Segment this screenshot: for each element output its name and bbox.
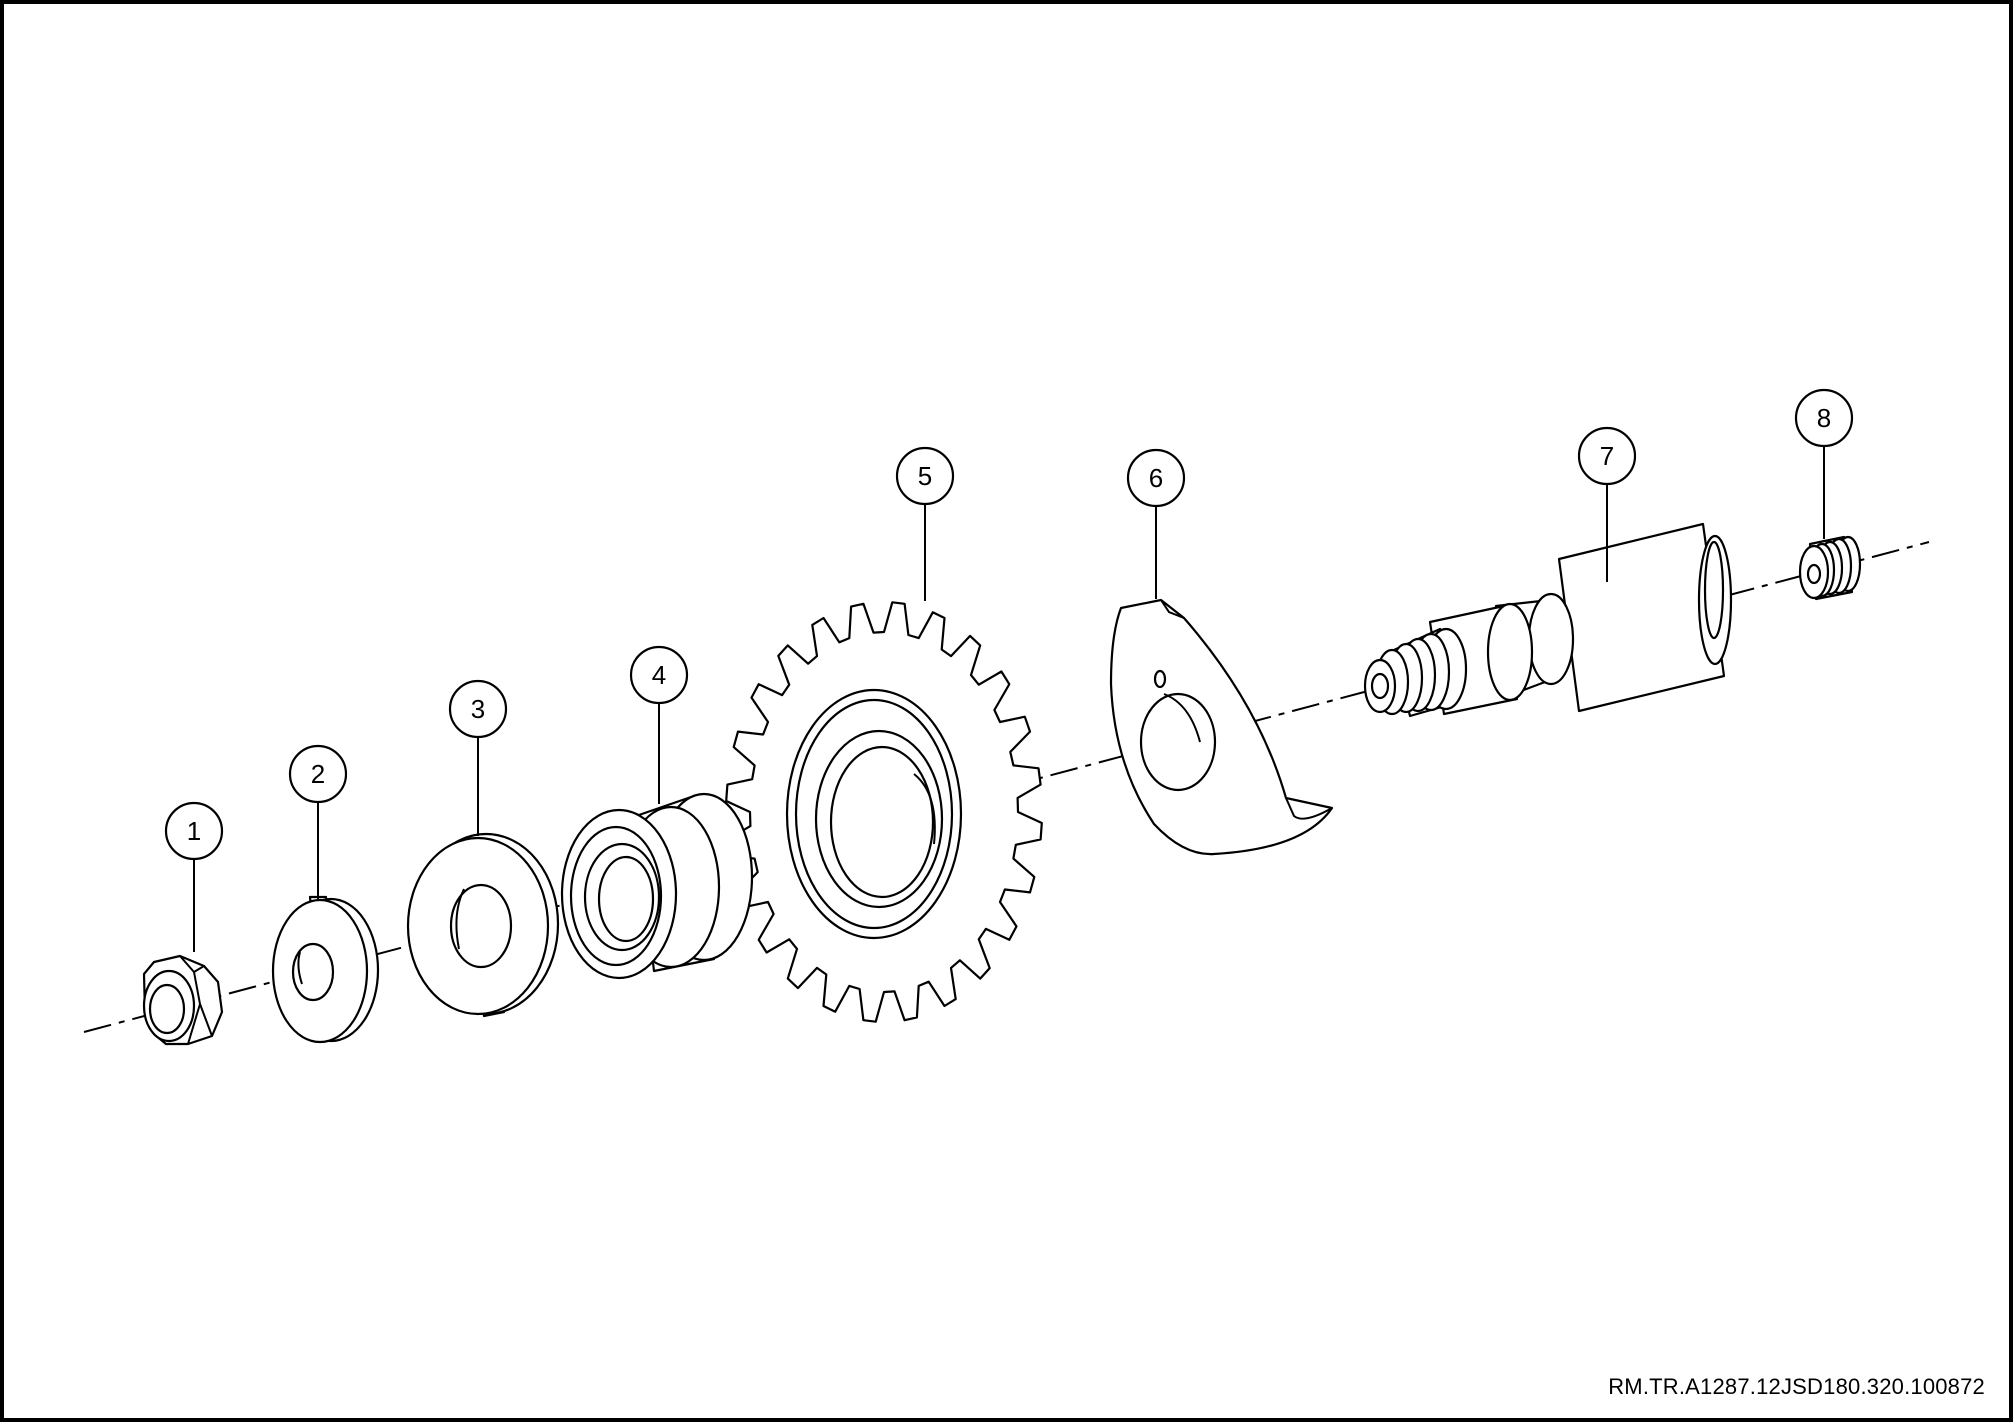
callout-7: 7 bbox=[1577, 426, 1637, 486]
callout-4: 4 bbox=[629, 645, 689, 705]
part-1-nut bbox=[142, 954, 224, 1046]
part-2-washer bbox=[271, 895, 380, 1044]
callout-1: 1 bbox=[164, 801, 224, 861]
callout-label: 7 bbox=[1600, 441, 1614, 471]
part-8-screw bbox=[1798, 535, 1862, 601]
callout-label: 6 bbox=[1149, 463, 1163, 493]
part-4-bushing bbox=[560, 792, 754, 980]
exploded-assembly-drawing: 1 2 3 4 5 6 7 8 bbox=[83, 388, 1930, 1046]
callout-6: 6 bbox=[1126, 448, 1186, 508]
callout-2: 2 bbox=[288, 744, 348, 804]
callout-3: 3 bbox=[448, 679, 508, 739]
callout-5: 5 bbox=[895, 446, 955, 506]
callout-label: 5 bbox=[918, 461, 932, 491]
callout-label: 3 bbox=[471, 694, 485, 724]
callout-8: 8 bbox=[1794, 388, 1854, 448]
callout-label: 1 bbox=[187, 816, 201, 846]
part-3-washer bbox=[406, 832, 560, 1018]
part-5-gear bbox=[725, 601, 1043, 1023]
part-7-shaft bbox=[1363, 522, 1733, 718]
callout-label: 4 bbox=[652, 660, 666, 690]
callout-label: 2 bbox=[311, 759, 325, 789]
callout-label: 8 bbox=[1817, 403, 1831, 433]
part-6-segment-plate bbox=[1109, 598, 1334, 856]
drawing-reference-number: RM.TR.A1287.12JSD180.320.100872 bbox=[1608, 1374, 1985, 1399]
callout-leaders bbox=[193, 444, 1825, 952]
